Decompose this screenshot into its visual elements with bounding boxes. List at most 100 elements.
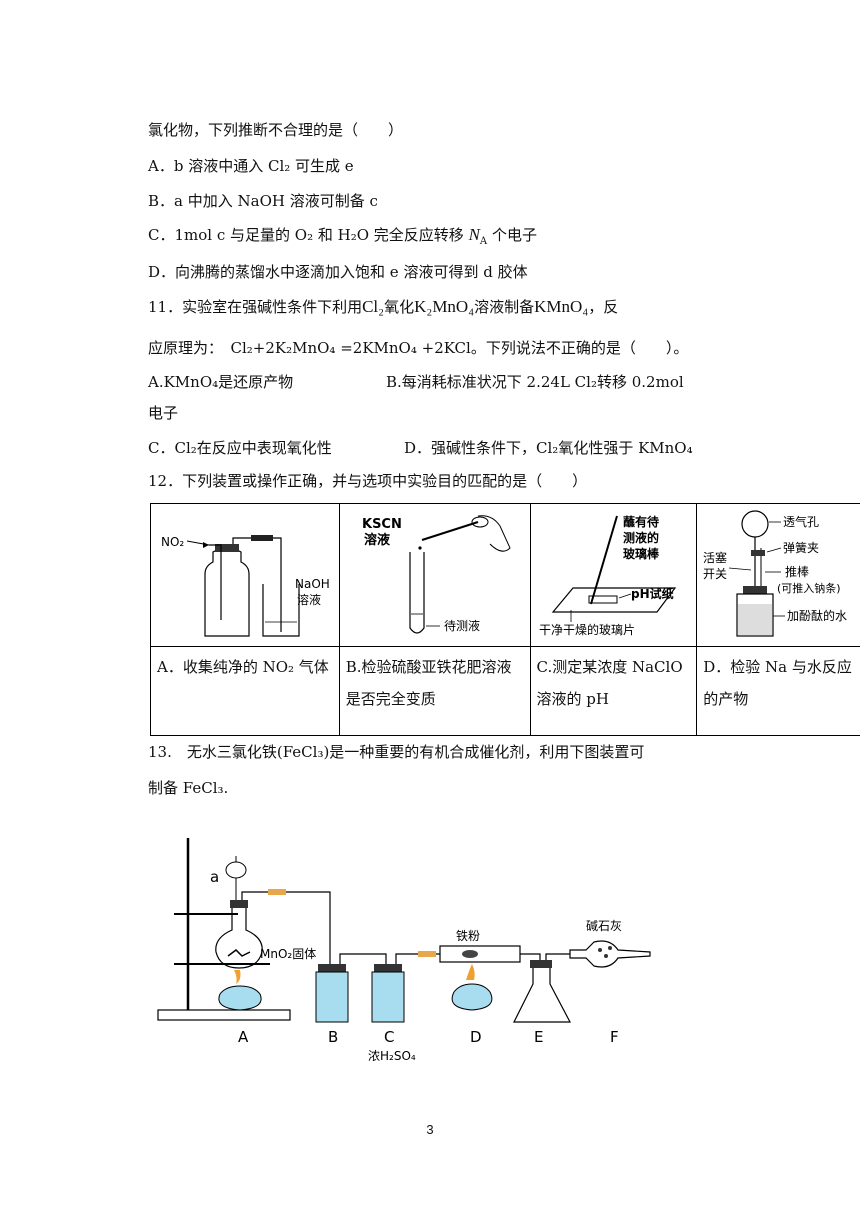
- label-D: D: [470, 1028, 482, 1046]
- fig-a-stopper: [215, 544, 239, 552]
- q10-option-b[interactable]: B．a 中加入 NaOH 溶液可制备 c: [148, 192, 378, 210]
- q11-option-b-cont: 电子: [148, 404, 179, 422]
- kscn-test-tube-diagram: KSCN 溶液 待测液: [362, 515, 511, 634]
- conical-flask-e: [513, 968, 571, 1023]
- fig-d-valve-label1: 活塞: [703, 550, 727, 565]
- fig-d-clip-pointer: [767, 547, 782, 553]
- q12-apparatus-table: NO₂ NaOH 溶液 KSCN 溶液: [150, 503, 860, 736]
- q11-stem-line1: 11．实验室在强碱性条件下利用Cl₂氧化K₂MnO₄溶液制备KMnO₄，反: [148, 297, 618, 317]
- fig-d-valve-pointer: [729, 567, 752, 571]
- q10-option-c-post: 个电子: [491, 226, 537, 244]
- bottle-c-stopper: [374, 964, 402, 972]
- flask-stopper: [230, 900, 248, 908]
- round-flask: [215, 908, 263, 969]
- fig-d-push-label2: (可推入钠条): [777, 581, 841, 595]
- q12-figure-b: KSCN 溶液 待测液: [338, 503, 531, 647]
- fig-b-test-tube: [409, 552, 425, 634]
- label-E: E: [534, 1028, 543, 1046]
- q11-option-a[interactable]: A.KMnO₄是还原产物: [148, 373, 294, 391]
- bottle-b-stopper: [318, 964, 346, 972]
- fig-d-push-label: 推棒: [785, 565, 809, 579]
- q12-caption-d[interactable]: D．检验 Na 与水反应的产物: [696, 646, 860, 736]
- q12-figure-a: NO₂ NaOH 溶液: [150, 503, 340, 647]
- lamp-d: [451, 983, 493, 1011]
- q11-stem-line2: 应原理为： Cl₂+2K₂MnO₄ =2KMnO₄ +2KCl。下列说法不正确的…: [148, 339, 689, 357]
- label-a: a: [210, 868, 219, 886]
- fig-b-dropper-bulb: [471, 516, 489, 528]
- lamp-a: [218, 985, 262, 1011]
- q11-option-d[interactable]: D．强碱性条件下，Cl₂氧化性强于 KMnO₄: [404, 439, 693, 457]
- q11-mid2: 溶液制备: [474, 298, 535, 316]
- q12-caption-b[interactable]: B.检验硫酸亚铁花肥溶液是否完全变质: [338, 646, 531, 736]
- q10-option-c[interactable]: C．1mol c 与足量的 O₂ 和 H₂O 完全反应转移 NA 个电子: [148, 225, 537, 252]
- q13-stem-line2: 制备 FeCl₃.: [148, 779, 229, 797]
- label-C: C: [384, 1028, 394, 1046]
- ph-paper-diagram: 蘸有待 测液的 玻璃棒 pH试纸 干净干燥的玻璃片: [539, 514, 676, 637]
- fig-a-rubber-joint: [251, 535, 273, 541]
- q10-option-c-pre: C．1mol c 与足量的 O₂ 和 H₂O 完全反应转移: [148, 226, 464, 244]
- label-A: A: [238, 1028, 249, 1046]
- flask-e-stopper: [530, 960, 552, 968]
- drying-tube-f: [569, 940, 651, 968]
- fig-d-water-label: 加酚酞的水: [787, 608, 847, 623]
- q10-avogadro-symbol: N: [468, 225, 480, 244]
- flame-d: [466, 964, 475, 980]
- fig-b-reagent-label2: 溶液: [364, 532, 390, 548]
- fecl3-apparatus-diagram: a MnO₂固体 A B C 浓H₂SO₄ 铁粉 D E 碱石灰 F: [157, 838, 651, 1063]
- fig-a-arrowhead: [203, 542, 209, 548]
- q11-pre: 11．实验室在强碱性条件下利用: [148, 298, 363, 316]
- fig-c-paper-pointer: [618, 593, 631, 599]
- fig-c-rod-label2: 测液的: [623, 530, 659, 545]
- q10-avogadro-sub: A: [479, 236, 488, 247]
- fig-d-bottle: [736, 593, 774, 637]
- mno2-solid: [227, 949, 251, 957]
- q12-figure-d: 透气孔 弹簧夹 活塞 开关 推棒 (可推入钠条) 加酚酞的水: [696, 503, 860, 647]
- soda-lime-grain-3: [608, 946, 612, 950]
- bottle-c: [371, 971, 405, 1023]
- fig-d-vent-label: 透气孔: [783, 514, 819, 529]
- tube-b-c: [339, 953, 387, 964]
- page-number: 3: [426, 1122, 434, 1137]
- q10-option-a[interactable]: A．b 溶液中通入 Cl₂ 可生成 e: [148, 157, 354, 175]
- label-mno2: MnO₂固体: [260, 947, 316, 961]
- fig-b-dropper: [421, 521, 479, 541]
- fig-a-dip-tube: [273, 537, 282, 632]
- fig-c-paper-label: pH试纸: [631, 586, 674, 601]
- label-B: B: [328, 1028, 338, 1046]
- fig-c-rod-label1: 蘸有待: [623, 514, 659, 529]
- tube-e-f: [545, 953, 570, 960]
- label-F: F: [610, 1028, 619, 1046]
- label-soda-lime: 碱石灰: [586, 919, 622, 933]
- q11-kmno4: KMnO₄: [534, 297, 589, 316]
- fig-b-reagent-label: KSCN: [362, 517, 402, 532]
- soda-lime-grain-1: [598, 948, 602, 952]
- no2-gas-bottle-diagram: NO₂ NaOH 溶液: [161, 535, 330, 637]
- fig-b-drop: [418, 546, 422, 550]
- q12-caption-c[interactable]: C.测定某浓度 NaClO 溶液的 pH: [529, 646, 698, 736]
- q10-stem-end: 氯化物，下列推断不合理的是（ ）: [148, 121, 404, 139]
- soda-lime-grain-2: [604, 954, 608, 958]
- fig-d-balloon: [741, 510, 769, 538]
- q11-option-c[interactable]: C．Cl₂在反应中表现氧化性: [148, 439, 332, 457]
- fig-a-solution-label: NaOH: [295, 577, 330, 591]
- bottle-b: [315, 971, 349, 1023]
- fig-d-valve-label2: 开关: [703, 567, 727, 581]
- stand-base: [157, 1009, 291, 1021]
- separatory-funnel: [225, 861, 247, 879]
- q11-k2mno4: K₂MnO₄: [414, 297, 475, 316]
- q13-stem-line1: 13. 无水三氯化铁(FeCl₃)是一种重要的有机合成催化剂，利用下图装置可: [148, 743, 645, 761]
- q12-caption-a[interactable]: A．收集纯净的 NO₂ 气体: [150, 646, 340, 736]
- q11-post: ，反: [588, 298, 619, 316]
- label-conc-h2so4: 浓H₂SO₄: [368, 1049, 416, 1063]
- tube-joint-1: [268, 889, 286, 895]
- q12-figure-c: 蘸有待 测液的 玻璃棒 pH试纸 干净干燥的玻璃片: [529, 503, 698, 647]
- fig-c-glass-plate: [551, 587, 676, 613]
- fig-d-water: [738, 604, 773, 635]
- q10-option-d[interactable]: D．向沸腾的蒸馏水中逐滴加入饱和 e 溶液可得到 d 胶体: [148, 263, 528, 281]
- iron-powder: [462, 950, 478, 958]
- fig-a-gas-bottle: [204, 547, 250, 637]
- q11-option-b[interactable]: B.每消耗标准状况下 2.24L Cl₂转移 0.2mol: [386, 373, 684, 391]
- fig-c-glass-label: 干净干燥的玻璃片: [539, 622, 635, 637]
- label-iron-powder: 铁粉: [456, 929, 480, 943]
- fig-b-hand: [477, 515, 511, 552]
